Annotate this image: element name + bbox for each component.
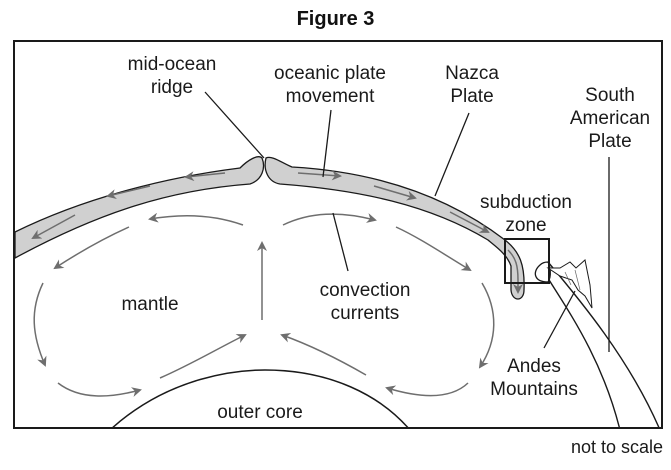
plate-arrow (297, 170, 342, 181)
continental-wedge-tip (534, 261, 551, 283)
convection-arrow (395, 226, 472, 272)
label-convection-currents: convection currents (300, 279, 430, 325)
scale-note: not to scale (570, 437, 663, 457)
convection-arrow (478, 282, 495, 369)
oceanic-plate-left (15, 156, 265, 259)
convection-arrow (53, 226, 130, 270)
label-oceanic-plate-movement: oceanic plate movement (250, 62, 410, 108)
label-line: currents (330, 303, 400, 324)
label-line: South (585, 85, 635, 106)
andes-mountains-shape (546, 259, 593, 309)
label-line: mid-ocean (127, 54, 217, 75)
label-line: American (569, 108, 651, 129)
plate-arrow (184, 171, 226, 182)
convection-arrow (280, 332, 367, 376)
label-line: Mountains (490, 379, 578, 400)
plate-arrow (373, 185, 417, 201)
label-line: oceanic plate (274, 63, 386, 84)
convection-arrow (148, 212, 244, 226)
leader-nazca-plate (434, 112, 470, 197)
leader-andes-mountains (543, 290, 576, 349)
convection-arrow (282, 213, 377, 226)
convection-arrow (57, 382, 142, 397)
convection-arrow (385, 382, 469, 397)
nazca-plate-body (264, 156, 525, 300)
subducting-arrow (507, 249, 523, 294)
label-line: subduction (480, 192, 572, 213)
label-line: ridge (150, 77, 194, 98)
diagram-frame (13, 40, 663, 429)
label-line: convection (319, 280, 411, 301)
label-mantle: mantle (121, 294, 179, 315)
label-mid-ocean-ridge: mid-ocean ridge (112, 53, 232, 99)
label-subduction-zone: subduction zone (466, 191, 586, 237)
label-line: zone (505, 215, 547, 236)
label-outer-core: outer core (217, 402, 303, 423)
label-south-american-plate: South American Plate (552, 84, 668, 153)
label-line: Andes (507, 356, 561, 377)
label-nazca-plate: Nazca Plate (432, 62, 512, 108)
label-line: Plate (450, 86, 494, 107)
outer-core-boundary (112, 369, 409, 427)
label-line: Nazca (445, 63, 499, 84)
leader-oceanic-plate-movement (322, 109, 332, 178)
subduction-zone-box (504, 238, 550, 284)
leader-mid-ocean-ridge (204, 91, 265, 159)
leader-convection-currents (332, 212, 349, 272)
figure-title: Figure 3 (296, 8, 375, 30)
plate-arrow (106, 185, 151, 200)
south-american-plate (539, 261, 660, 427)
convection-arrow (159, 334, 247, 379)
plate-arrow (31, 214, 76, 239)
label-line: movement (285, 86, 375, 107)
mountain-shading (564, 269, 581, 291)
plate-arrow (449, 211, 490, 233)
label-line: Plate (588, 131, 632, 152)
convection-arrow (33, 282, 47, 367)
label-andes-mountains: Andes Mountains (474, 355, 594, 401)
